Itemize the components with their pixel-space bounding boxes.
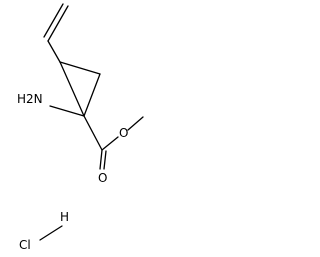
carbonyl-bond-right xyxy=(103,150,107,170)
amine-label: H2N xyxy=(17,92,43,106)
cyclopropane-ring xyxy=(59,61,101,117)
chlorine-label: Cl xyxy=(19,238,31,252)
ring-bond-top xyxy=(59,61,101,75)
ester-oxygen-bond xyxy=(101,136,119,151)
hydrogen-label: H xyxy=(60,210,69,224)
vinyl-bond-inner xyxy=(43,3,64,38)
ester-oxygen-label: O xyxy=(119,126,128,140)
vinyl-bond-outer xyxy=(47,5,69,42)
methyl-bond xyxy=(127,116,144,131)
carbonyl-double-bond xyxy=(99,149,107,170)
carboxyl-bond xyxy=(83,115,103,151)
vinyl-to-ring-bond xyxy=(47,40,61,63)
ring-bond-right xyxy=(83,73,101,117)
amine-bond xyxy=(49,105,85,117)
molecular-structure: H2N O O H Cl xyxy=(17,3,144,252)
vinyl-double-bond xyxy=(43,3,69,42)
ring-bond-left xyxy=(59,61,85,117)
carbonyl-bond-left xyxy=(99,149,103,170)
h-cl-bond xyxy=(39,225,63,241)
carbonyl-oxygen-label: O xyxy=(98,171,107,185)
